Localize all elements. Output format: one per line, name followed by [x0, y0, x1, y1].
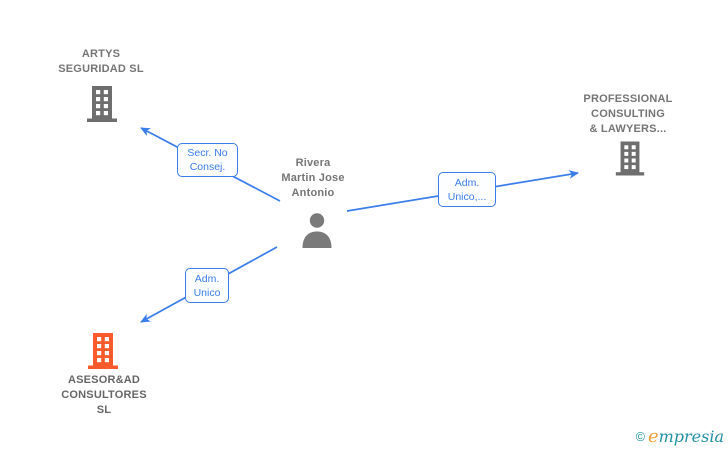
- empresia-logo: empresia: [647, 426, 724, 447]
- person-name: Rivera Martin Jose Antonio: [243, 156, 383, 201]
- copyright-icon: ©: [635, 430, 645, 444]
- edge-label-line: Adm.: [194, 272, 220, 285]
- edge-label-line: Secr. No: [187, 147, 228, 159]
- company-name-artys: ARTYS SEGURIDAD SL: [21, 47, 181, 77]
- building-icon[interactable]: [84, 85, 120, 123]
- building-icon[interactable]: [84, 332, 122, 370]
- edge-label-adm-unico-more: Adm. Unico,...: [438, 172, 496, 207]
- logo-letter-e: e: [647, 426, 659, 447]
- company-name-professional: PROFESSIONAL CONSULTING & LAWYERS...: [548, 92, 708, 137]
- empresia-watermark: ©empresia: [636, 426, 724, 447]
- edge-label-line: Unico,...: [447, 190, 487, 203]
- edge-label-line: Consej.: [189, 161, 226, 173]
- edge-label-secr-no-consej: Secr. No Consej.: [177, 143, 238, 177]
- company-name-line: CONSULTORES: [61, 389, 147, 401]
- logo-rest: mpresia: [658, 427, 724, 446]
- edge-label-line: Unico: [193, 286, 221, 299]
- company-name-line: ARTYS: [81, 48, 121, 60]
- person-name-line: Martin Jose: [281, 172, 345, 184]
- building-icon[interactable]: [613, 140, 647, 177]
- company-name-line: SL: [96, 404, 112, 416]
- person-name-line: Rivera: [295, 157, 331, 169]
- company-name-line: & LAWYERS...: [589, 123, 667, 135]
- edge-label-line: Adm.: [454, 176, 480, 189]
- company-name-line: ASESOR&AD: [67, 374, 141, 386]
- edge-label-adm-unico: Adm. Unico: [185, 268, 229, 303]
- person-name-line: Antonio: [291, 187, 335, 199]
- company-name-line: SEGURIDAD SL: [58, 63, 144, 75]
- person-icon[interactable]: [297, 209, 337, 249]
- company-name-line: PROFESSIONAL: [583, 93, 673, 105]
- company-name-line: CONSULTING: [591, 108, 665, 120]
- company-name-asesorad: ASESOR&AD CONSULTORES SL: [24, 373, 184, 418]
